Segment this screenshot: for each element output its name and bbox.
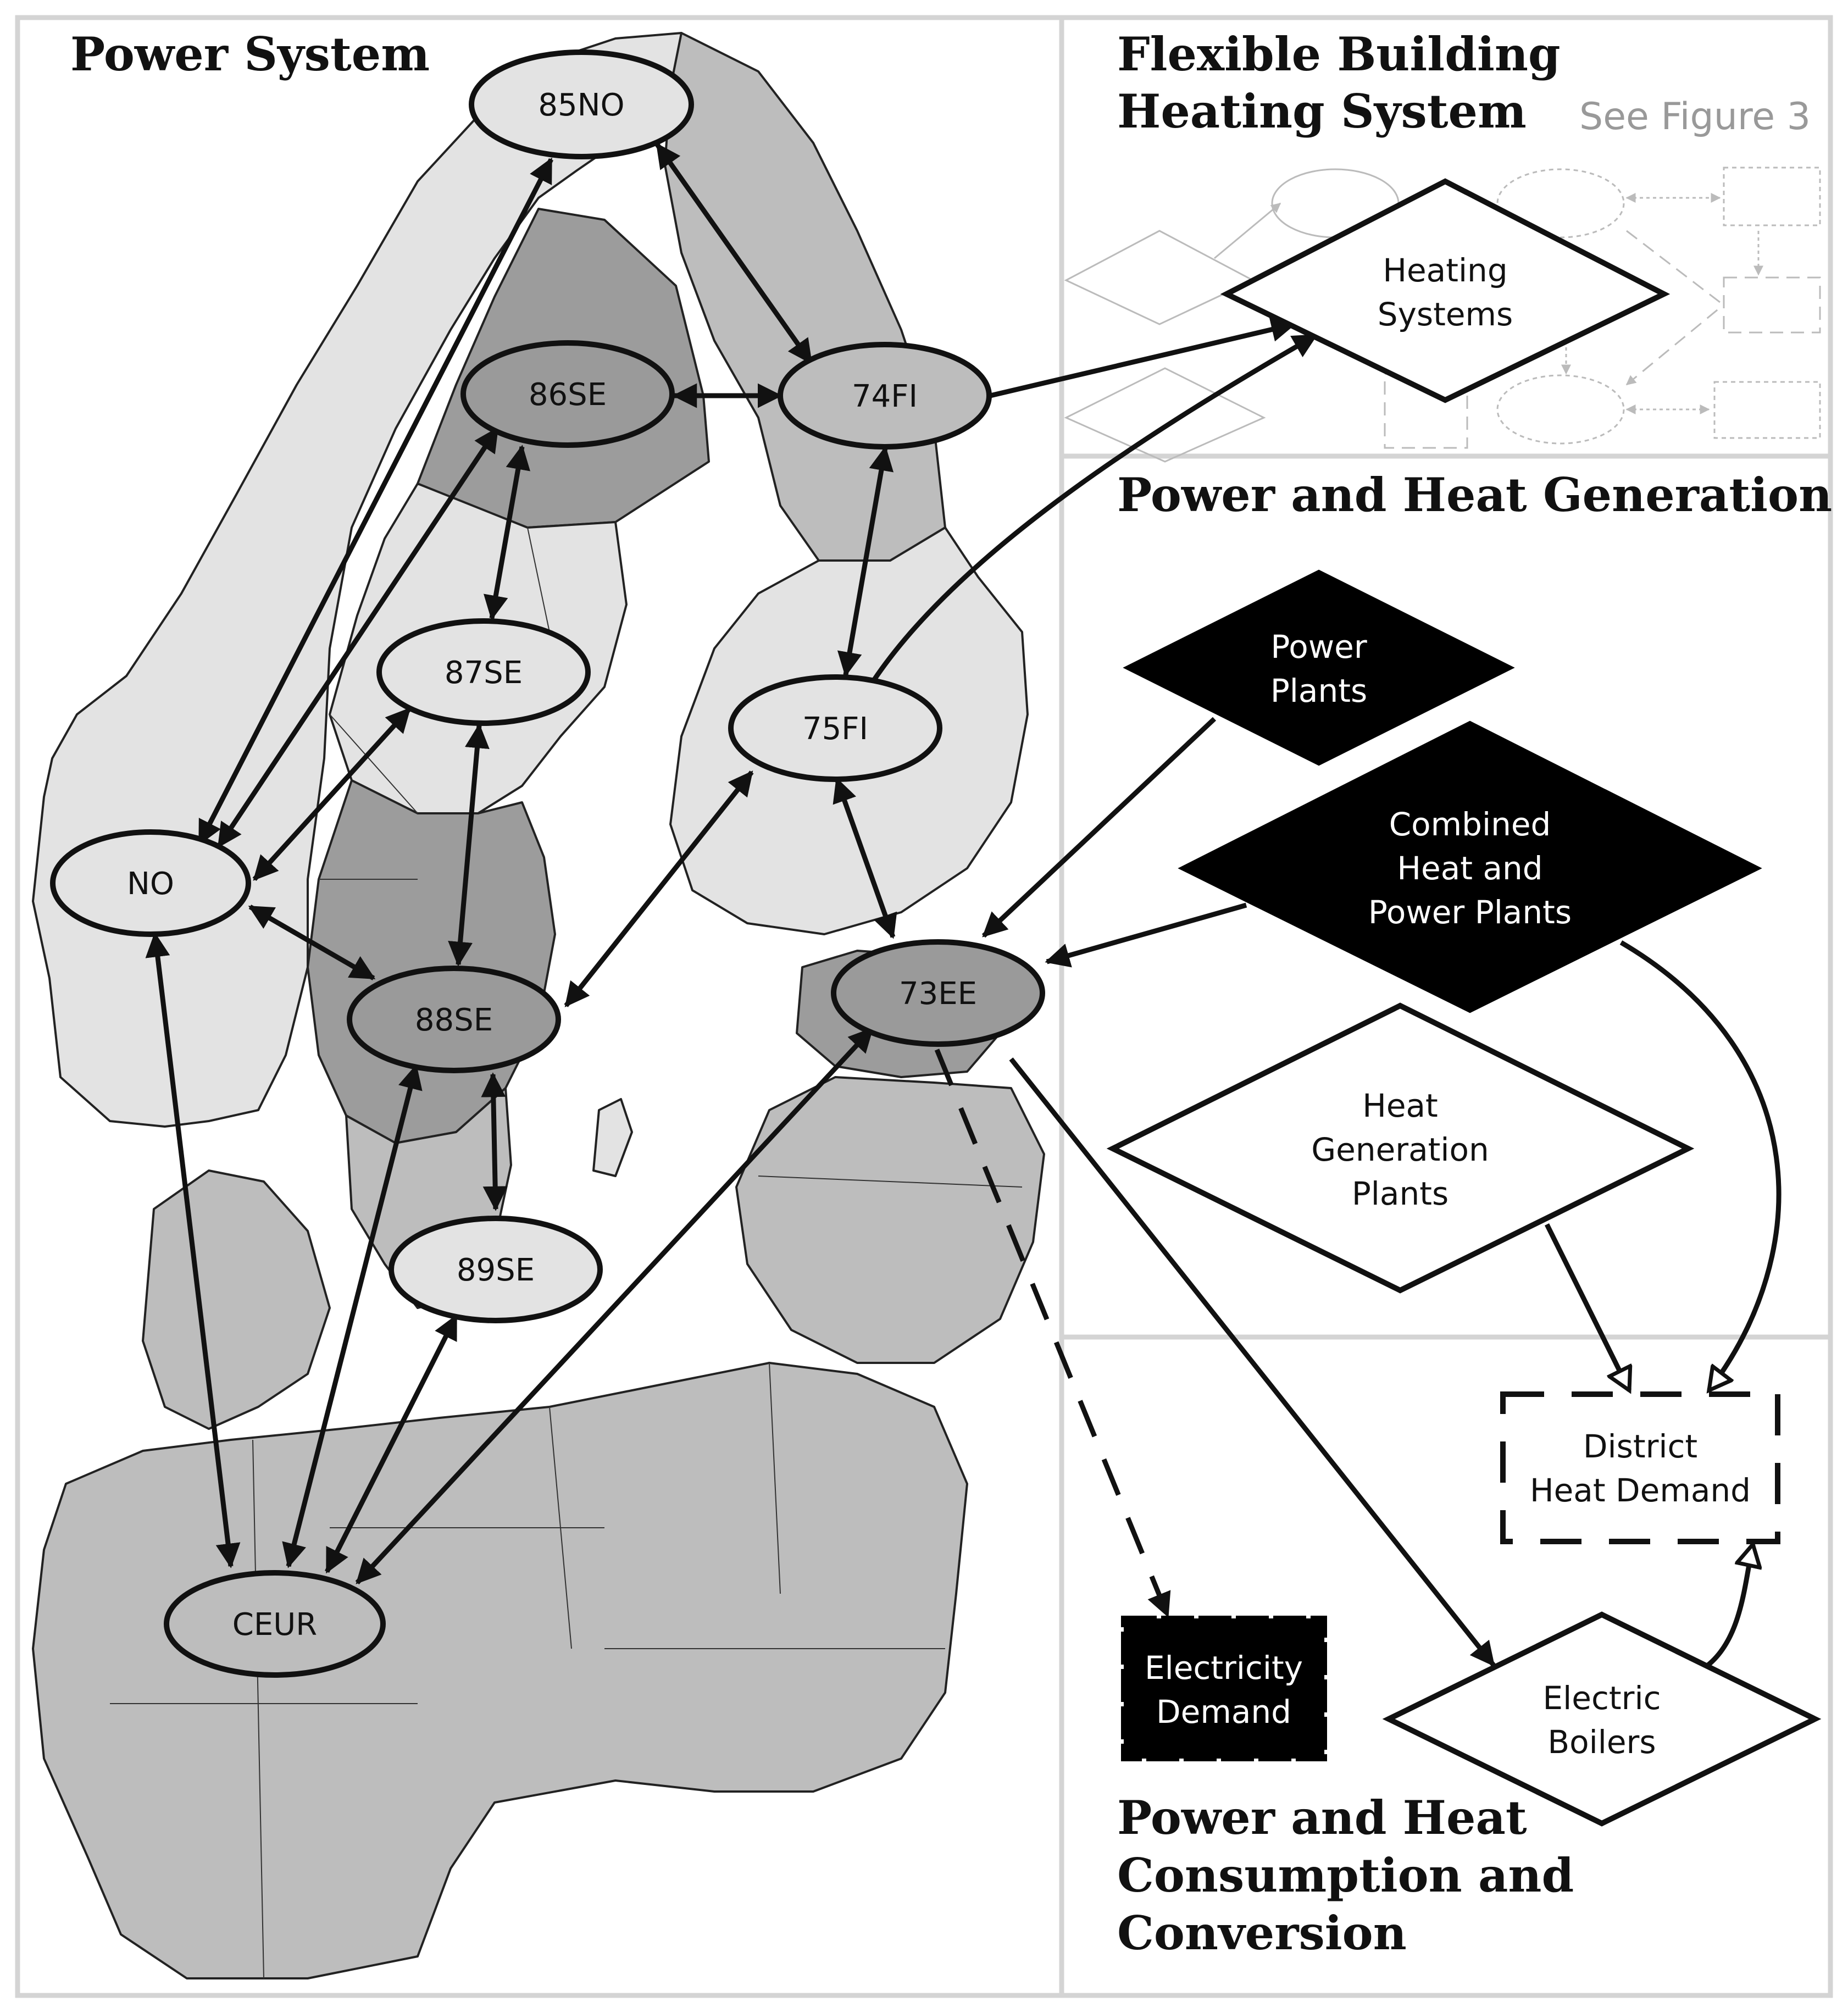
region-ceur-label: CEUR xyxy=(232,1607,317,1643)
region-nodes xyxy=(50,49,1045,1678)
heat-gen-line1: Heat xyxy=(1362,1087,1438,1124)
edge-74fi-heating xyxy=(989,317,1296,398)
map-baltics xyxy=(735,1076,1045,1364)
region-87se-node xyxy=(376,618,591,726)
edges xyxy=(145,142,1782,1667)
edge-no-ceur xyxy=(145,932,241,1568)
consumption-title-3: Conversion xyxy=(1117,1906,1407,1960)
panel-frame xyxy=(15,15,1833,1998)
consumption-title-1: Power and Heat xyxy=(1117,1790,1527,1845)
region-75fi-node xyxy=(728,674,942,782)
electric-boilers-line1: Electric xyxy=(1543,1679,1661,1717)
region-86se-node xyxy=(460,340,675,448)
map-finland-north xyxy=(664,32,946,562)
region-85no-node xyxy=(469,49,694,159)
region-88se-label: 88SE xyxy=(415,1002,493,1038)
power-plants-line2: Plants xyxy=(1270,672,1367,709)
chp-line2: Heat and xyxy=(1397,850,1542,887)
region-no-node xyxy=(50,829,251,937)
region-86se-label: 86SE xyxy=(529,377,607,413)
region-74fi-node xyxy=(778,342,992,450)
region-85no-label: 85NO xyxy=(538,87,624,123)
panel-titles: Power System Flexible Building Heating S… xyxy=(70,27,1832,1960)
edge-75fi-88se xyxy=(564,770,754,1007)
edge-73ee-electricitydemand xyxy=(934,1049,1171,1618)
edge-87se-88se xyxy=(448,723,490,967)
chp-plants-node: Combined Heat and Power Plants xyxy=(1178,720,1762,1013)
edge-88se-89se xyxy=(481,1072,508,1211)
edge-no-88se xyxy=(248,905,376,980)
flexible-building-title-1: Flexible Building xyxy=(1117,27,1561,81)
electricity-demand-node: Electricity Demand xyxy=(1121,1616,1327,1761)
region-89se-label: 89SE xyxy=(457,1252,535,1288)
region-88se-node xyxy=(347,966,561,1073)
district-heat-line1: District xyxy=(1583,1428,1697,1465)
map-denmark xyxy=(142,1169,331,1430)
heat-gen-line3: Plants xyxy=(1352,1175,1449,1212)
electricity-demand-line2: Demand xyxy=(1156,1693,1291,1731)
district-heat-node: District Heat Demand xyxy=(1500,1391,1780,1544)
consumption-title-2: Consumption and xyxy=(1117,1848,1574,1903)
heating-systems-line1: Heating xyxy=(1383,252,1507,289)
power-plants-line1: Power xyxy=(1270,628,1367,666)
edge-75fi-73ee xyxy=(833,777,897,939)
edge-chp-73ee xyxy=(1045,902,1247,968)
heating-systems-line2: Systems xyxy=(1378,296,1513,333)
electric-boilers-line2: Boilers xyxy=(1547,1723,1656,1761)
flexible-building-title-2: Heating System xyxy=(1117,84,1527,138)
region-75fi-label: 75FI xyxy=(802,711,868,747)
chp-line1: Combined xyxy=(1389,806,1551,843)
edge-74fi-75fi xyxy=(837,446,894,677)
edge-powerplants-73ee xyxy=(981,717,1217,938)
see-figure-note: See Figure 3 xyxy=(1579,95,1811,138)
edge-73ee-ceur xyxy=(355,1027,874,1585)
edge-85no-74fi xyxy=(655,142,813,365)
edge-heatgen-districtheat xyxy=(1544,1223,1629,1390)
region-74fi-label: 74FI xyxy=(852,379,918,414)
heat-generation-node: Heat Generation Plants xyxy=(1106,1002,1695,1294)
generation-title: Power and Heat Generation xyxy=(1117,468,1832,522)
region-73ee-node xyxy=(831,939,1045,1047)
heating-systems-node: Heating Systems xyxy=(1220,178,1671,403)
district-heat-line2: Heat Demand xyxy=(1530,1472,1751,1509)
region-no-label: NO xyxy=(127,866,174,902)
map-central-europe xyxy=(32,1362,968,1979)
edge-75fi-heating xyxy=(872,333,1318,682)
electric-boilers-node: Electric Boilers xyxy=(1382,1611,1822,1827)
region-labels: 85NO 86SE 74FI 87SE 75FI NO 88SE 73EE 89… xyxy=(127,87,977,1643)
edge-chp-districtheat xyxy=(1619,940,1782,1390)
electricity-demand-line1: Electricity xyxy=(1145,1649,1303,1687)
power-plants-node: Power Plants xyxy=(1123,569,1515,766)
edge-electricboilers-districtheat xyxy=(1706,1544,1753,1667)
edge-73ee-electricboilers xyxy=(1009,1057,1496,1667)
region-87se-label: 87SE xyxy=(445,655,523,691)
region-89se-node xyxy=(389,1216,603,1323)
heat-gen-line2: Generation xyxy=(1311,1131,1489,1168)
chp-line3: Power Plants xyxy=(1368,894,1572,931)
region-ceur-node xyxy=(164,1570,386,1678)
edge-86se-87se xyxy=(484,445,530,620)
edge-87se-no xyxy=(252,707,412,881)
region-73ee-label: 73EE xyxy=(899,976,977,1012)
map-gotland xyxy=(592,1098,633,1177)
power-system-title: Power System xyxy=(70,27,430,81)
